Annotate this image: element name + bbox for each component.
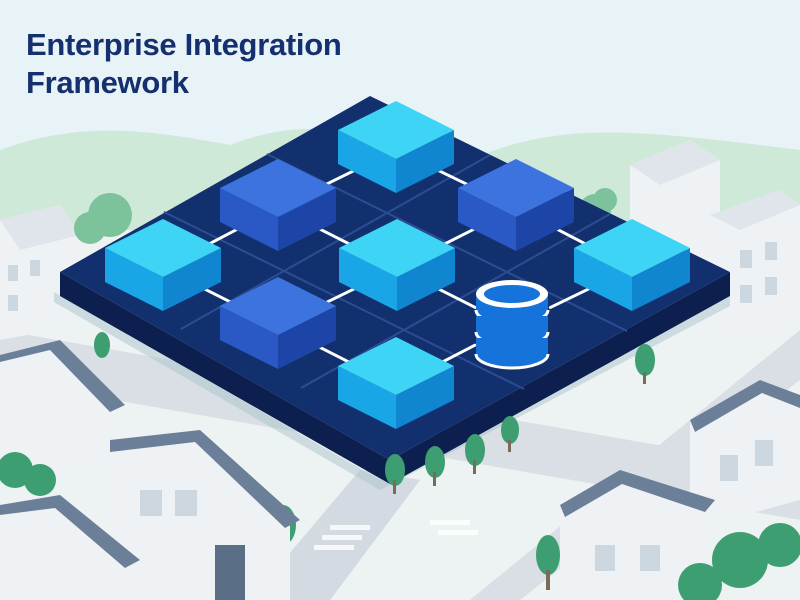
cube-left-face	[458, 188, 516, 251]
connector-n9-n8	[548, 285, 596, 309]
cube-top-face	[105, 219, 221, 277]
cube-node-n3	[338, 101, 454, 193]
database-ring	[474, 353, 550, 370]
cube-top-face	[339, 219, 455, 277]
connector-n5-n8	[432, 285, 477, 309]
house-right-front	[560, 380, 800, 600]
database-icon	[474, 280, 550, 370]
grid-line	[163, 211, 525, 390]
building-left-back	[0, 205, 80, 340]
cube-left-face	[105, 248, 163, 311]
cube-top-face	[338, 101, 454, 159]
cube-node-n1	[105, 219, 221, 311]
cube-left-face	[339, 248, 397, 311]
cube-right-face	[278, 306, 336, 369]
cube-right-face	[396, 366, 454, 429]
cube-right-face	[396, 130, 454, 193]
cube-right-face	[516, 188, 574, 251]
cube-left-face	[338, 130, 396, 193]
cube-top-face	[574, 219, 690, 277]
cube-top-face	[220, 277, 336, 335]
database-top-inner	[484, 285, 540, 303]
house-left-front	[0, 340, 300, 600]
cube-right-face	[278, 188, 336, 251]
cube-right-face	[632, 248, 690, 311]
nodes	[105, 101, 690, 429]
cube-top-face	[338, 337, 454, 395]
crosswalk	[314, 520, 478, 550]
page-title: Enterprise Integration Framework	[26, 26, 342, 102]
title-line-2: Framework	[26, 65, 189, 100]
cube-node-n4	[220, 277, 336, 369]
title-line-1: Enterprise Integration	[26, 27, 342, 62]
cube-node-n6	[458, 159, 574, 251]
cube-node-n2	[220, 159, 336, 251]
cube-node-n9	[574, 219, 690, 311]
cube-left-face	[338, 366, 396, 429]
cube-node-n7	[338, 337, 454, 429]
cube-node-n5	[339, 219, 455, 311]
database-layer	[476, 338, 548, 368]
cube-left-face	[220, 306, 278, 369]
cube-right-face	[163, 248, 221, 311]
road-vertical	[470, 330, 800, 600]
cube-right-face	[397, 248, 455, 311]
cube-left-face	[220, 188, 278, 251]
cube-left-face	[574, 248, 632, 311]
cube-top-face	[220, 159, 336, 217]
cube-top-face	[458, 159, 574, 217]
